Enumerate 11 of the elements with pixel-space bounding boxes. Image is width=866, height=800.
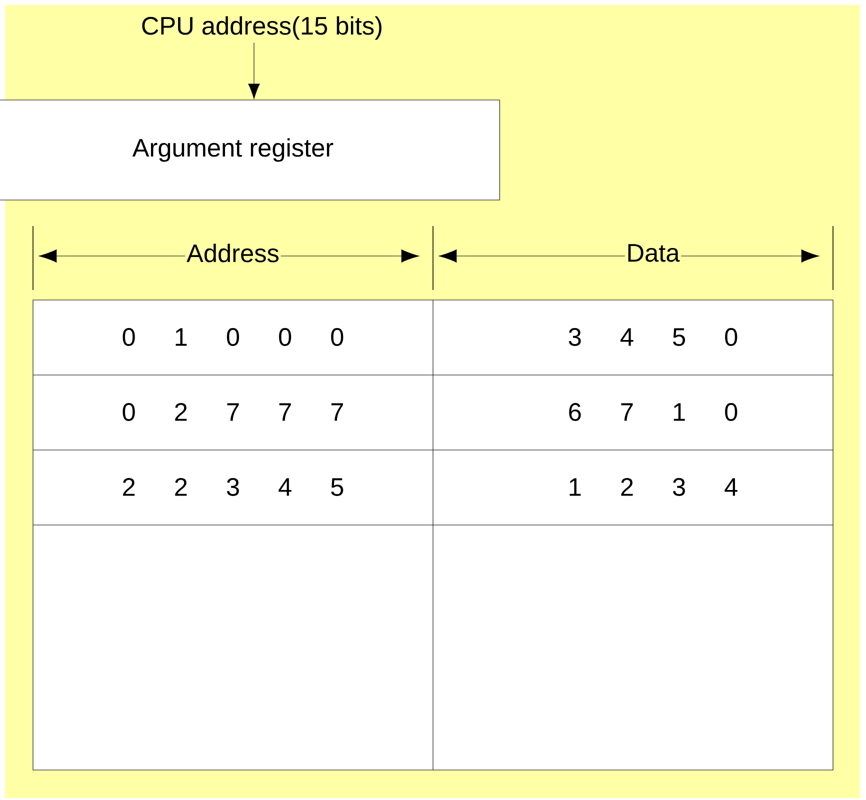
table-cell-text: 6 7 1 0 bbox=[569, 403, 738, 421]
table-cell-text: 2 2 3 4 5 bbox=[123, 478, 344, 496]
table-cell-text: 0 1 0 0 0 bbox=[122, 328, 344, 346]
input-label: CPU address(15 bits) bbox=[142, 16, 382, 40]
register-box: Argument register bbox=[0, 100, 500, 200]
dimension-label: Address bbox=[185, 242, 281, 264]
dimension-label: Data bbox=[624, 242, 682, 264]
arrow bbox=[248, 42, 260, 99]
table-cell-text: 0 2 7 7 7 bbox=[122, 403, 343, 421]
table-cell-text: 3 4 5 0 bbox=[568, 328, 738, 346]
table-cell-text: 1 2 3 4 bbox=[570, 478, 738, 496]
